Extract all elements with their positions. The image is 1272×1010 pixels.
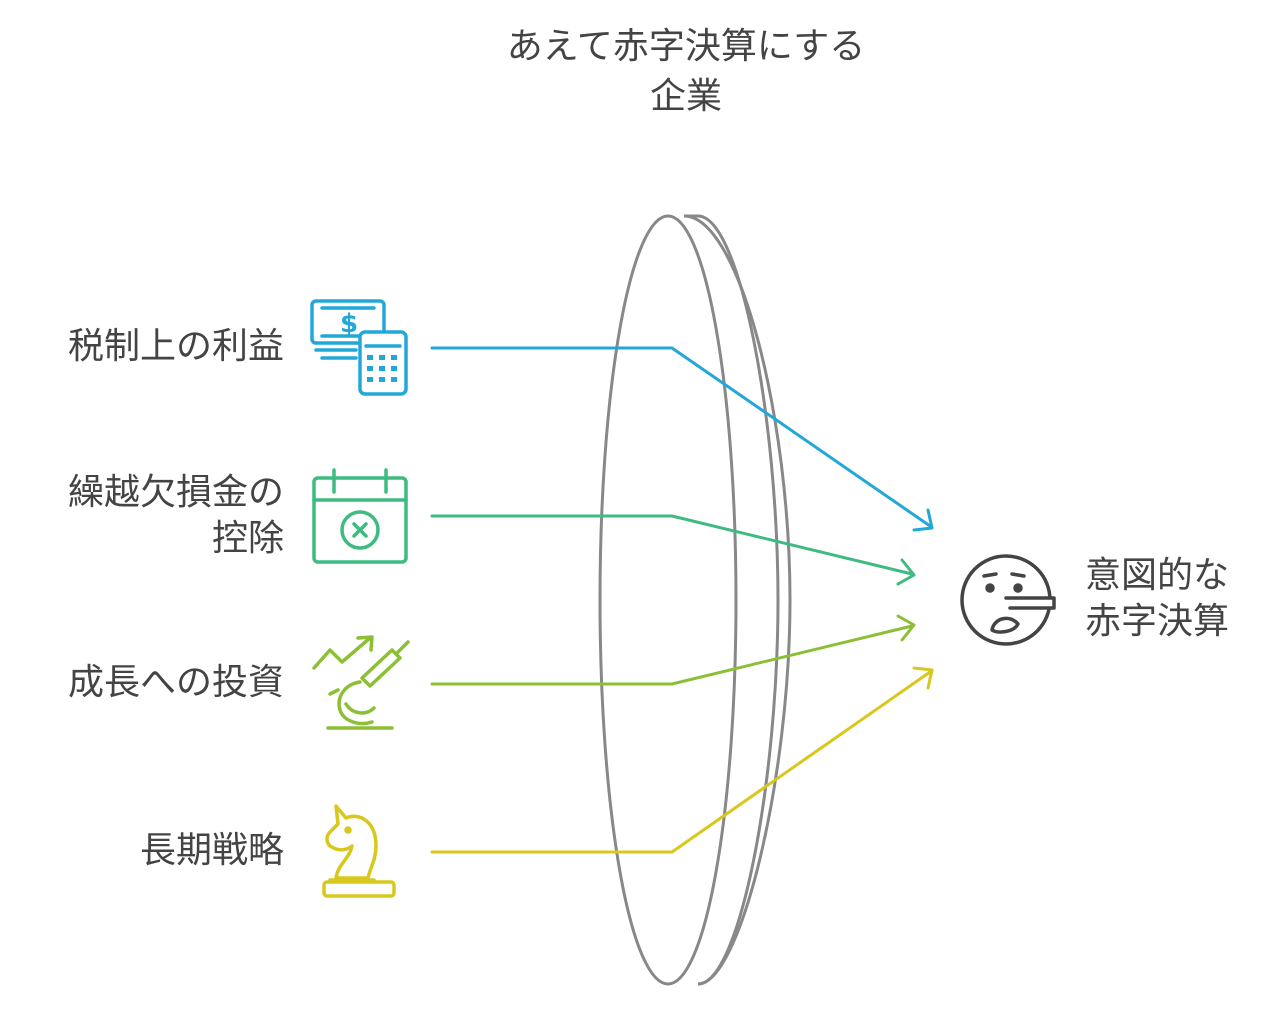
- cancel-circle: [340, 510, 380, 550]
- diagram-title: あえて赤字決算にする 企業: [436, 22, 936, 122]
- input-label-growth-investment: 成長への投資: [68, 660, 284, 706]
- growth-arrow-line: [312, 636, 372, 670]
- connector-loss-carryforward: [430, 514, 916, 586]
- growth-arrow-head: [356, 635, 374, 652]
- lens-front-face: [598, 214, 738, 986]
- microscope-stage: [344, 702, 376, 715]
- lens-edge-back: [683, 214, 792, 986]
- input-label-long-term-strategy: 長期戦略: [140, 828, 284, 874]
- calendar-rings: [332, 468, 388, 494]
- microscope-tube: [360, 648, 402, 688]
- face-mouth: [990, 616, 1020, 634]
- input-label-line: 控除: [211, 518, 284, 559]
- connector-line: [430, 624, 914, 686]
- arrow-head: [896, 614, 916, 642]
- face-brows: [982, 572, 1026, 578]
- arrow-head: [912, 508, 934, 532]
- connector-line: [430, 670, 932, 854]
- face-eye-left: [985, 583, 995, 593]
- connector-growth-investment: [430, 614, 916, 686]
- input-label-line: 成長への投資: [67, 662, 284, 703]
- knight-base: [322, 880, 396, 898]
- microscope-arm: [337, 680, 374, 726]
- knight-eye: [344, 826, 352, 834]
- title-line-1: あえて赤字決算にする: [506, 26, 866, 67]
- face-long-nose: [1004, 596, 1056, 610]
- input-label-line: 繰越欠損金の: [67, 472, 284, 513]
- input-label-tax-profit: 税制上の利益: [68, 324, 284, 370]
- lens-shape: [598, 214, 792, 986]
- money-calculator-icon: $: [310, 299, 408, 396]
- microscope-knob: [328, 688, 340, 696]
- banknote: [310, 299, 386, 345]
- arrow-head: [912, 666, 934, 690]
- knight-body: [325, 804, 378, 880]
- connector-line: [430, 514, 914, 576]
- input-label-line: 税制上の利益: [67, 326, 284, 367]
- cancel-x: [352, 522, 368, 538]
- face-eye-right: [1013, 583, 1023, 593]
- connector-tax-profit: [430, 346, 934, 532]
- lying-face-icon: [960, 554, 1056, 646]
- microscope-eyepiece: [394, 640, 410, 656]
- connector-line: [430, 346, 932, 528]
- result-label: 意図的な 赤字決算: [1085, 553, 1229, 645]
- growth-microscope-icon: [312, 635, 410, 730]
- calculator-keys: [367, 355, 397, 382]
- result-label-line: 意図的な: [1085, 555, 1230, 596]
- banknote-inner: [320, 306, 376, 338]
- lens-rim-inner: [697, 214, 780, 986]
- connector-long-term-strategy: [430, 666, 934, 854]
- input-label-loss-carryforward: 繰越欠損金の 控除: [68, 470, 284, 562]
- result-label-line: 赤字決算: [1085, 601, 1230, 642]
- arrow-head: [896, 558, 916, 586]
- calculator-body: [358, 330, 408, 396]
- title-line-2: 企業: [649, 76, 722, 117]
- banknote-stack: [314, 348, 358, 360]
- calendar-frame: [312, 476, 408, 564]
- chess-knight-icon: [322, 804, 396, 898]
- input-label-line: 長期戦略: [139, 830, 284, 871]
- dollar-sign: $: [340, 309, 358, 339]
- calendar-cancel-icon: [312, 468, 408, 564]
